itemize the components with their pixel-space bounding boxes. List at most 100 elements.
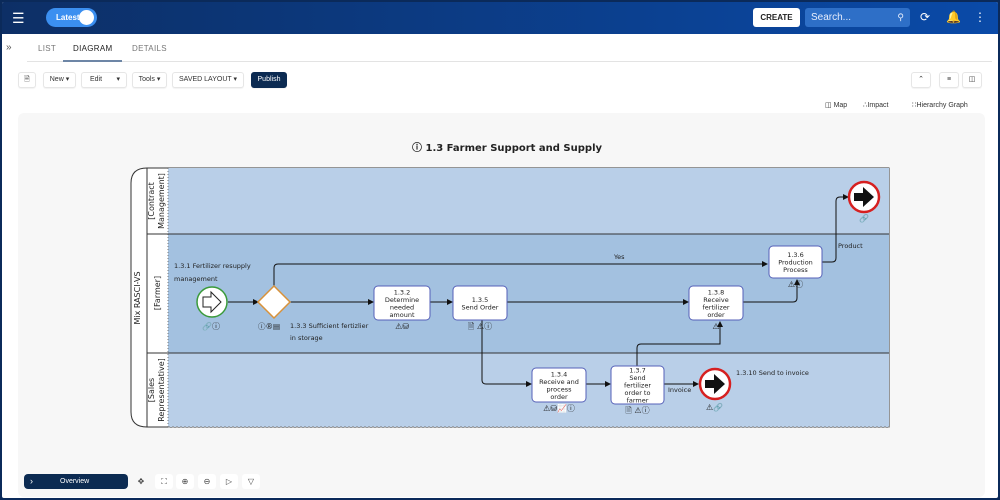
gateway-label-2: in storage (290, 334, 323, 342)
menu-icon[interactable]: ☰ (12, 10, 25, 26)
task-label: 1.3.2 (394, 288, 411, 296)
link-icon: 🔗 (202, 321, 212, 331)
diagram-title-text: 1.3 Farmer Support and Supply (425, 143, 603, 154)
zoom-in-button[interactable]: ⊕ (176, 474, 194, 489)
zoom-in-icon: ⊕ (181, 477, 189, 486)
pool-label: Mix RASCI-VS (133, 271, 142, 324)
chevron-right-icon: › (30, 476, 33, 486)
create-button[interactable]: CREATE (753, 8, 800, 27)
tab-details[interactable]: DETAILS (132, 44, 167, 53)
history-icon[interactable]: ⟳ (920, 10, 931, 24)
lane-label-sales-2: Representative] (157, 358, 166, 422)
task-t134[interactable] (531, 367, 587, 403)
chevron-up-icon: ⌃ (918, 76, 924, 83)
sequence-flows (228, 194, 849, 387)
task-label: process (547, 385, 573, 393)
pan-button[interactable]: ✥ (132, 474, 150, 489)
task-t137[interactable] (610, 365, 665, 405)
task-label: Send (629, 374, 645, 382)
lane-label-farmer: [Farmer] (153, 276, 162, 310)
bell-icon[interactable]: 🔔 (946, 10, 961, 24)
playlist-add-icon: ≡ (946, 76, 952, 83)
document-button[interactable]: 🗎 (18, 72, 36, 88)
arrow-icon (705, 374, 725, 394)
end-label: 1.3.10 Send to invoice (736, 369, 809, 377)
play-button[interactable]: ▷ (220, 474, 238, 489)
search-input[interactable]: Search... ⚲ (805, 8, 910, 27)
filter-icon: ▽ (247, 477, 255, 486)
flow-label-yes: Yes (613, 253, 625, 261)
tab-bar: LIST DIAGRAM DETAILS (27, 40, 992, 62)
task-label: 1.3.6 (787, 251, 804, 259)
hierarchy-graph-link[interactable]: ∷Hierarchy Graph (912, 101, 968, 109)
flow-yes (273, 261, 768, 286)
task-t136[interactable] (768, 245, 823, 279)
new-label: New (49, 76, 64, 83)
task-label: 1.3.4 (551, 370, 568, 378)
task-icons[interactable]: ⚠ⓘ (788, 280, 803, 289)
collapse-up-button[interactable]: ⌃ (911, 72, 931, 88)
comments-button[interactable]: ◫ (962, 72, 982, 88)
info-icon: ⓘ (212, 322, 220, 331)
task-icons[interactable]: ⚠⛁📈ⓘ (543, 403, 575, 413)
map-link[interactable]: ◫ Map (825, 101, 847, 109)
add-list-button[interactable]: ≡ (939, 72, 959, 88)
toggle-label: Latest (56, 13, 80, 22)
gateway-label-1: 1.3.3 Sufficient fertizlier (290, 322, 369, 330)
new-button[interactable]: New ▾ (43, 72, 76, 88)
lane-label-sales-1: [Sales (147, 378, 156, 402)
start-label-1: 1.3.1 Fertilizer resupply (174, 262, 251, 270)
filter-button[interactable]: ▽ (242, 474, 260, 489)
hierarchy-label: Hierarchy Graph (916, 102, 968, 109)
saved-layout-button[interactable]: SAVED LAYOUT ▾ (172, 72, 244, 88)
arrow-icon (854, 187, 874, 207)
task-icons[interactable]: 🗎 ⚠ⓘ (625, 406, 649, 415)
hierarchy-icon: ∷ (912, 102, 917, 109)
search-icon[interactable]: ⚲ (897, 12, 904, 22)
tab-diagram[interactable]: DIAGRAM (63, 44, 123, 62)
task-icons[interactable]: 🗎 ⚠ⓘ (468, 322, 492, 331)
map-icon: ◫ (825, 102, 832, 109)
task-t135[interactable] (452, 285, 508, 321)
fit-screen-button[interactable]: ⛶ (155, 474, 173, 489)
overview-button[interactable]: › Overview (24, 474, 128, 489)
tab-list[interactable]: LIST (38, 44, 57, 53)
arrow-icon (202, 290, 222, 314)
lane-label-contract-2: Management] (157, 173, 166, 229)
lane-contract-management (168, 168, 889, 234)
impact-icon: ∴ (863, 102, 868, 109)
impact-label: Impact (867, 102, 889, 109)
zoom-out-icon: ⊖ (203, 477, 211, 486)
task-label: Production (778, 259, 813, 267)
flow-137-138 (636, 321, 723, 366)
task-label: order (550, 393, 568, 401)
edit-button[interactable]: Edit▾ (81, 72, 127, 88)
task-label: fertilizer (702, 303, 729, 311)
task-icons[interactable]: ⚠⛁ (395, 322, 409, 331)
impact-link[interactable]: ∴Impact (863, 101, 888, 109)
more-vertical-icon[interactable]: ⋮ (974, 10, 986, 24)
map-label: Map (833, 102, 848, 109)
task-label: Send Order (462, 303, 499, 311)
task-label: 1.3.5 (472, 296, 489, 304)
flow-138-136 (743, 279, 800, 303)
latest-toggle[interactable]: Latest (46, 8, 97, 27)
task-t132[interactable] (373, 285, 431, 321)
expand-sidebar-icon[interactable]: » (6, 42, 12, 53)
edit-dropdown-icon[interactable]: ▾ (116, 76, 120, 83)
search-placeholder: Search... (811, 12, 852, 23)
overview-label: Overview (60, 478, 90, 485)
tools-button[interactable]: Tools ▾ (132, 72, 167, 88)
exclusive-gateway (256, 284, 292, 320)
publish-button[interactable]: Publish (251, 72, 287, 88)
info-icon[interactable]: ⓘ (412, 143, 422, 154)
zoom-out-button[interactable]: ⊖ (198, 474, 216, 489)
comments-icon: ◫ (968, 76, 976, 83)
task-label: farmer (627, 397, 649, 405)
task-icons[interactable]: ⚠ (712, 322, 719, 331)
task-t138[interactable] (688, 285, 744, 321)
task-label: Receive (703, 296, 728, 304)
lane-sales-representative (168, 353, 889, 427)
